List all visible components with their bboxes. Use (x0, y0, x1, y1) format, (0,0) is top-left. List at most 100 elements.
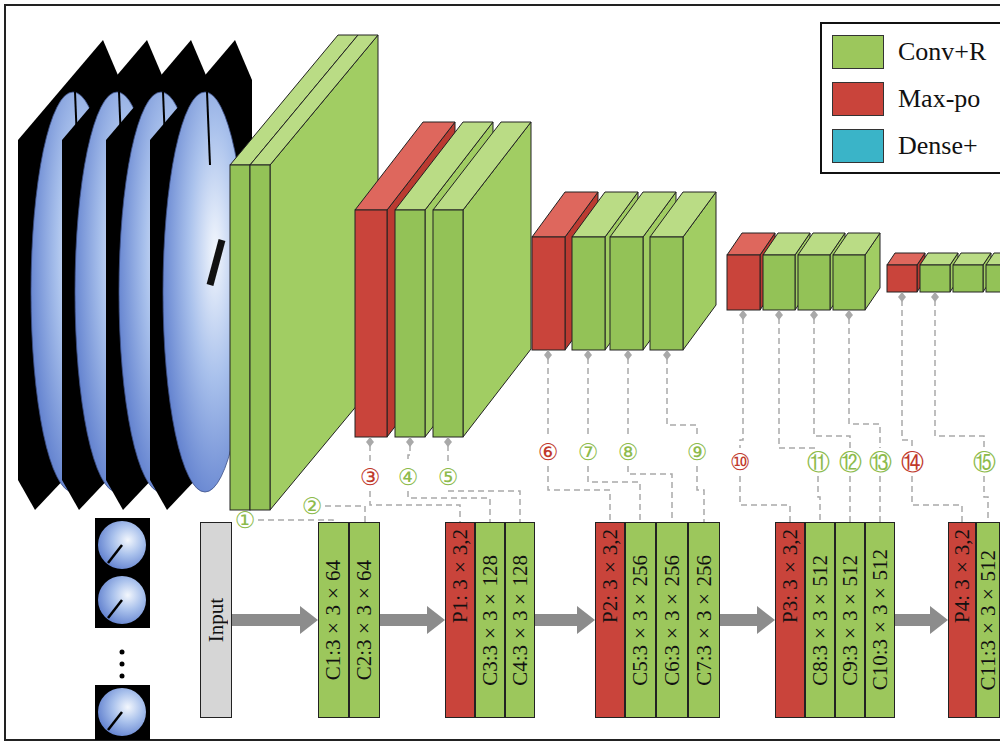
legend-row: Max-po (832, 79, 980, 119)
flow-arrow (895, 614, 930, 626)
block-front (250, 165, 270, 510)
conv-cell: C2:3×3×64 (349, 522, 380, 718)
leader-path (628, 466, 672, 522)
layer-label: C5:3×3×256 (630, 555, 651, 686)
leader-path (408, 445, 410, 463)
layer-label: P1: 3×3,2 (450, 529, 471, 623)
layer-label: C1:3×3×64 (323, 560, 344, 680)
leader-tip (366, 437, 374, 447)
pool-cell: P3: 3×3,2 (775, 522, 805, 718)
shade-band (210, 240, 222, 285)
leader-tip (406, 437, 414, 447)
layer-label: C4:3×3×128 (510, 555, 531, 686)
callout-number: ⑧ (618, 441, 639, 464)
leader-path (448, 491, 520, 522)
callout-number: ① (235, 509, 256, 532)
block-front (355, 210, 387, 437)
layer-label: P2: 3×3,2 (600, 529, 621, 623)
thumbnail-dome (98, 576, 146, 624)
legend-swatch (832, 35, 884, 69)
leader-tip (775, 310, 783, 320)
callout-number: ⑥ (538, 441, 559, 464)
conv-cell: C8:3×3×512 (805, 522, 835, 718)
leader-path (587, 358, 589, 438)
leader-path (447, 445, 449, 463)
pool-cell: P2: 3×3,2 (595, 522, 625, 718)
leader-tip (739, 310, 747, 320)
block-top (433, 122, 531, 210)
leader-line (845, 310, 880, 522)
conv-cell: C10:3×3×512 (865, 522, 895, 718)
conv-layer-block (833, 233, 880, 310)
block-front (433, 210, 463, 437)
thumbnail-card (95, 518, 150, 573)
conv-cell: C7:3×3×256 (688, 522, 720, 718)
block-front (572, 237, 605, 350)
callout-number: ⑫ (839, 451, 862, 474)
leader-path (818, 476, 820, 522)
leader-path (902, 300, 912, 448)
leader-line (406, 437, 490, 522)
block-front (953, 265, 983, 292)
leader-tip (845, 310, 853, 320)
block-front (610, 237, 643, 350)
conv-cell: C1:3×3×64 (318, 522, 349, 718)
block-top (920, 253, 958, 265)
leader-line (931, 292, 988, 522)
leader-path (879, 476, 881, 522)
leader-tip (584, 350, 592, 360)
callout-number: ④ (398, 466, 419, 489)
block-front (763, 255, 795, 310)
layer-label: C10:3×3×512 (870, 549, 891, 690)
legend-text: Dense+ (898, 131, 978, 161)
callout-number: ⑦ (578, 441, 599, 464)
layer-label: C3:3×3×128 (480, 555, 501, 686)
pool-layer-block (887, 253, 925, 292)
sky-thumbnail (95, 573, 150, 628)
layer-label: C8:3×3×512 (810, 555, 831, 686)
ellipsis-dot (120, 662, 125, 667)
leader-path (779, 318, 818, 448)
leader-path (370, 491, 460, 522)
leader-path (667, 358, 697, 438)
callout-number: ⑭ (901, 451, 924, 474)
leader-path (849, 476, 851, 522)
block-front (727, 255, 760, 310)
conv-layer-block (433, 122, 531, 437)
block-front (650, 237, 683, 350)
leader-path (740, 318, 743, 448)
thumbnail-arm (108, 545, 122, 563)
callout-number: ⑬ (869, 451, 892, 474)
block-top (986, 253, 1000, 265)
block-front (986, 265, 1000, 292)
leader-path (627, 358, 629, 438)
ellipsis-dot (120, 650, 125, 655)
callout-number: ⑪ (807, 451, 830, 474)
layer-label: C6:3×3×256 (662, 555, 683, 686)
conv-layer-block (920, 253, 958, 292)
leader-path (369, 445, 371, 463)
layer-label: Input (206, 598, 227, 642)
thumbnail-dome (98, 521, 146, 569)
layer-label: C2:3×3×64 (354, 560, 375, 680)
legend-text: Conv+R (898, 37, 986, 67)
flow-arrow (720, 614, 757, 626)
leader-line (898, 292, 962, 522)
leader-line (624, 350, 672, 522)
leader-path (548, 466, 610, 522)
flow-arrow (380, 614, 427, 626)
leader-path (697, 466, 704, 522)
block-front (798, 255, 830, 310)
callout-number: ② (302, 495, 323, 518)
block-front (887, 265, 917, 292)
leader-line (739, 310, 790, 522)
leader-tip (663, 350, 671, 360)
block-top (650, 192, 716, 237)
figure-frame (5, 5, 1000, 740)
conv-cell: C5:3×3×256 (625, 522, 656, 718)
layer-label: P4: 3×3,2 (952, 529, 973, 623)
layer-label: C7:3×3×256 (694, 555, 715, 686)
thumbnail-dome (98, 688, 146, 736)
